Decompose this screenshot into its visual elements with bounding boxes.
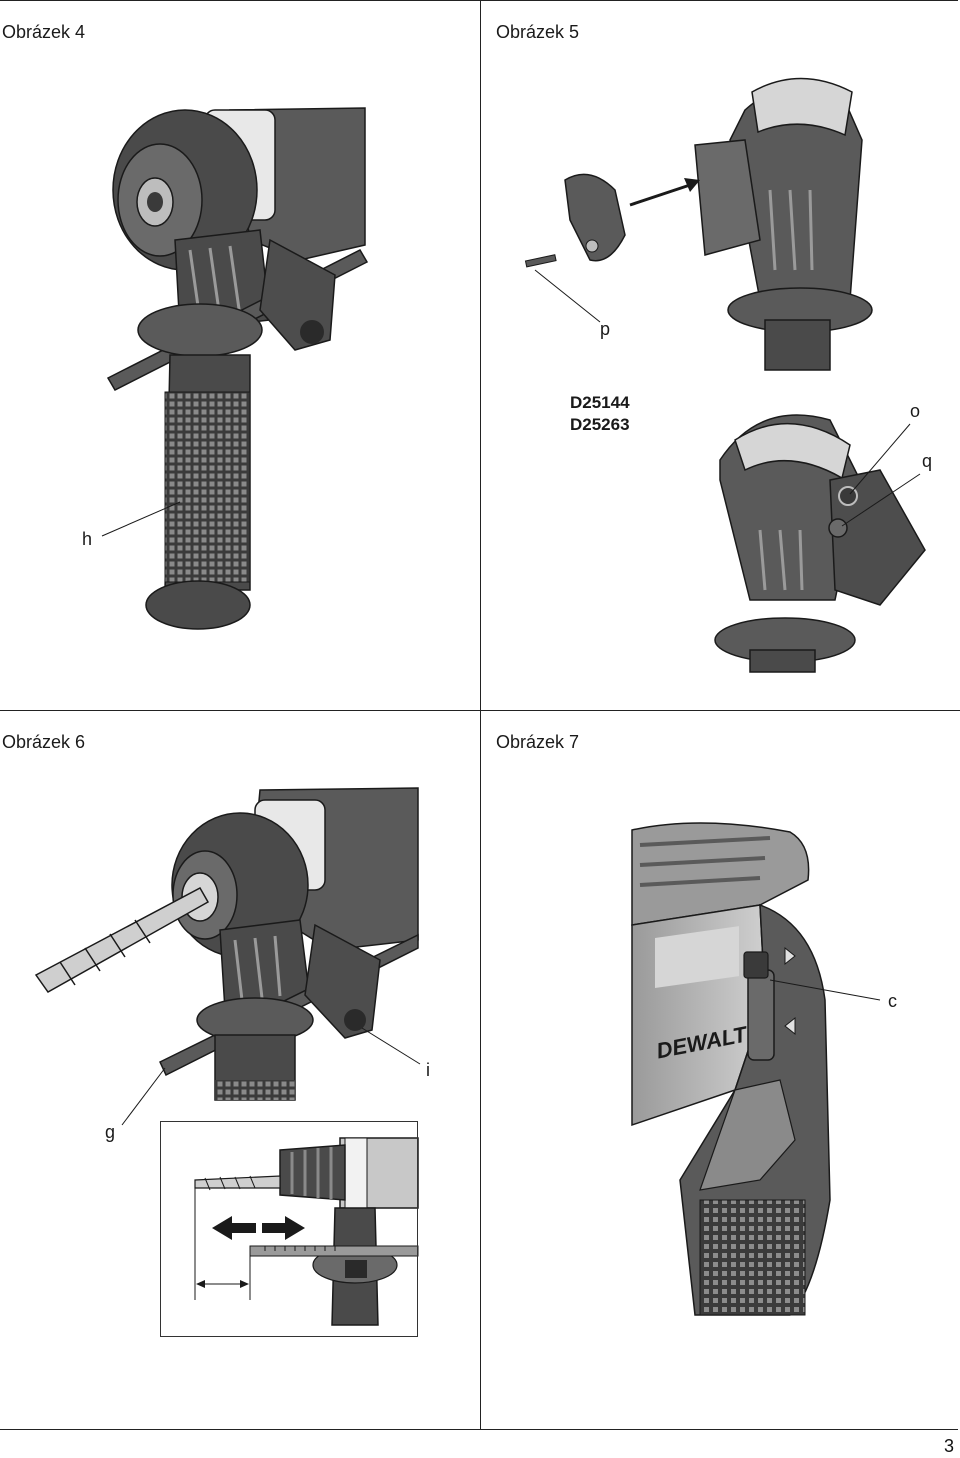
- callout-p: p: [600, 319, 611, 339]
- callout-h: h: [82, 529, 93, 549]
- figure-6-drawing: [34, 787, 421, 1326]
- figure-5-title: Obrázek 5: [496, 22, 580, 42]
- callout-o: o: [910, 401, 921, 421]
- figure-4-drawing: [101, 107, 369, 630]
- model-list: D25144 D25263: [570, 392, 630, 436]
- vertical-divider: [480, 0, 481, 1429]
- callout-g: g: [105, 1122, 116, 1142]
- page-number: 3: [943, 1436, 954, 1456]
- callout-i: i: [426, 1060, 430, 1080]
- figure-5-drawing: [524, 77, 926, 673]
- page-frame: [0, 0, 958, 1430]
- callout-c: c: [888, 991, 897, 1011]
- figure-7-title: Obrázek 7: [496, 732, 580, 752]
- model-d25263: D25263: [570, 415, 630, 434]
- figure-6-inset-frame: [160, 1121, 418, 1337]
- model-d25144: D25144: [570, 393, 630, 412]
- callout-q: q: [922, 451, 933, 471]
- horizontal-divider: [0, 710, 960, 711]
- figure-4-title: Obrázek 4: [2, 22, 86, 42]
- figure-6-title: Obrázek 6: [2, 732, 86, 752]
- figure-7-drawing: [631, 822, 881, 1316]
